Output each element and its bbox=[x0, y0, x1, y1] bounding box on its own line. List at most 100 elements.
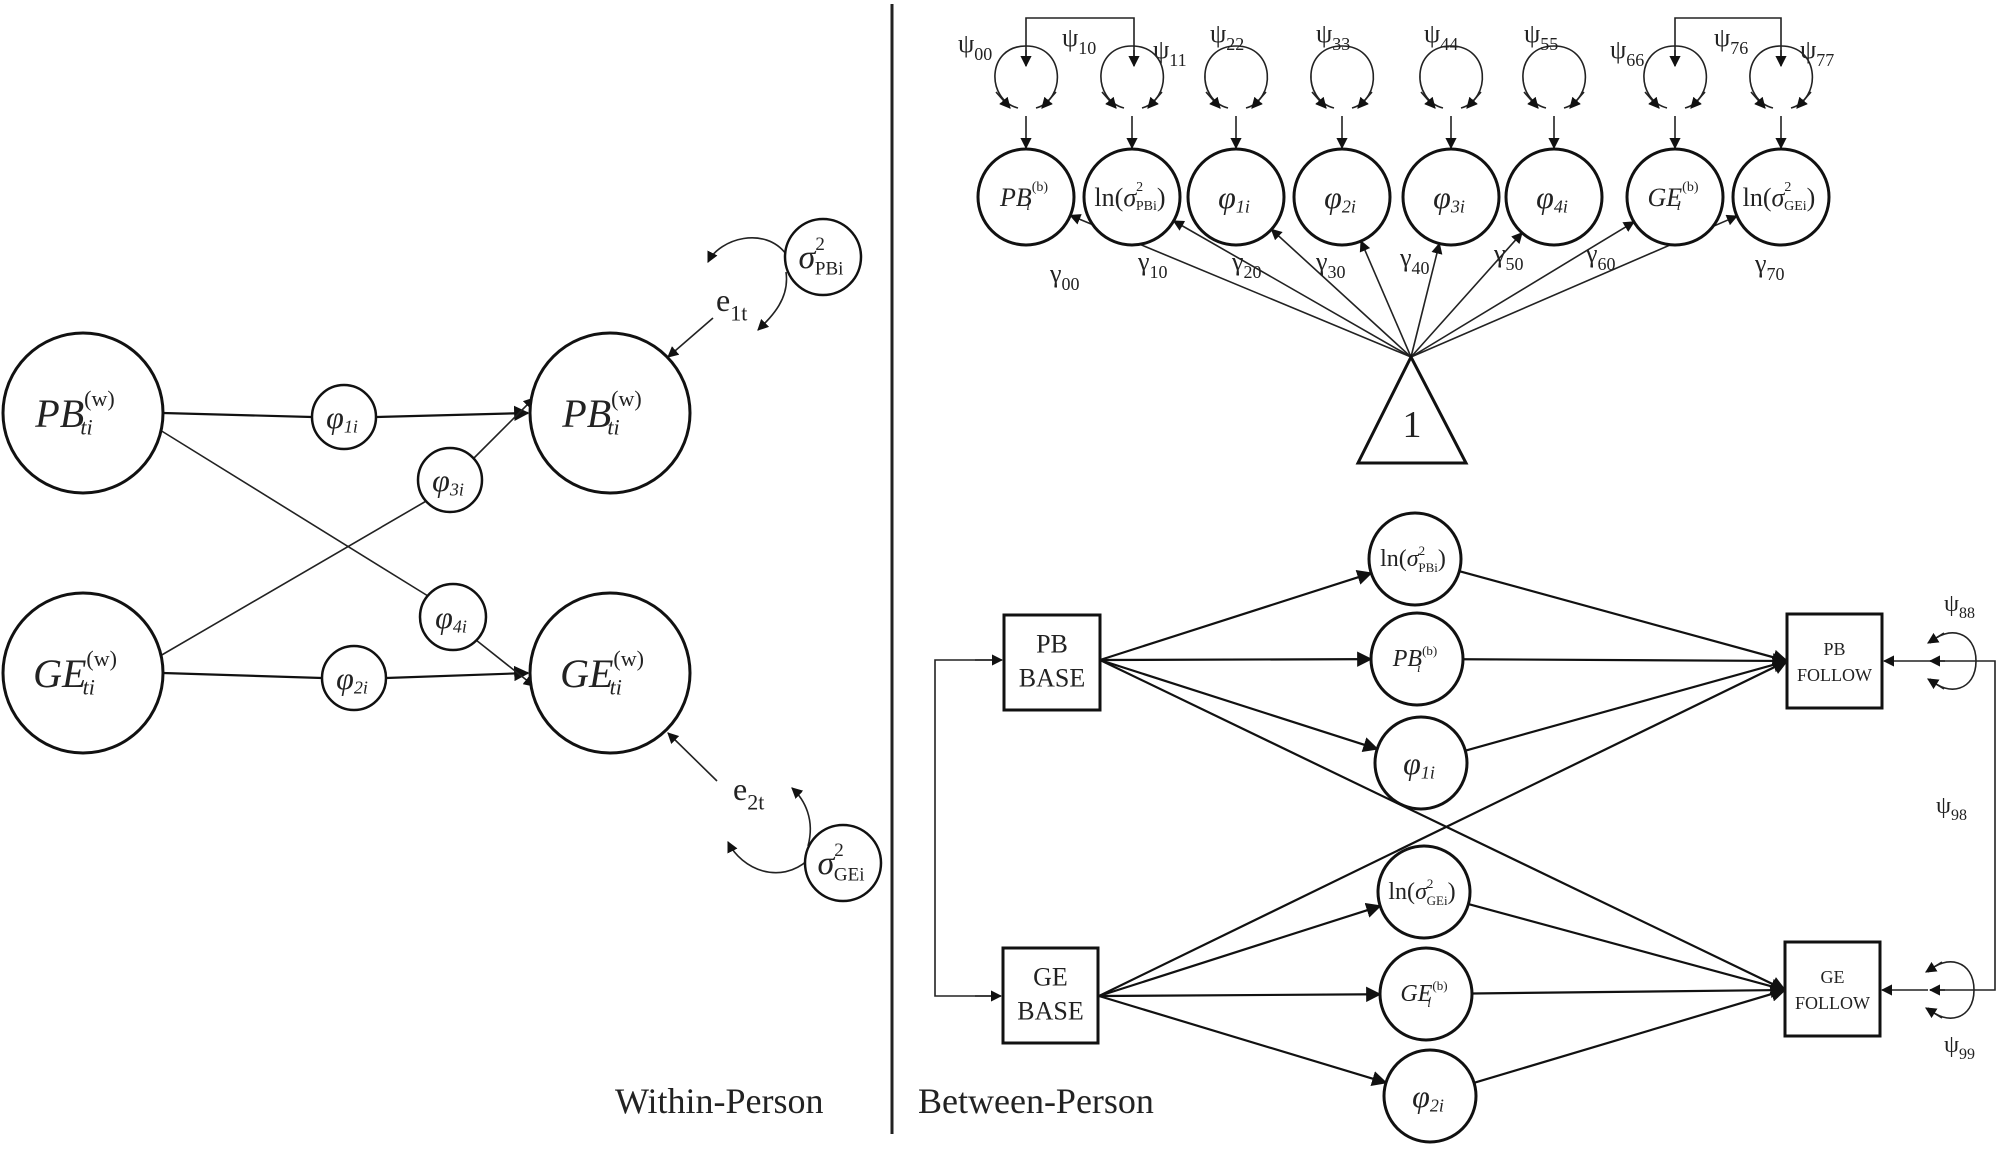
edge-ge-phi2 bbox=[162, 671, 323, 680]
psi-loop-arrow-right-7 bbox=[1796, 91, 1812, 109]
node-random-effect-5 bbox=[1504, 147, 1604, 247]
node-ge-in bbox=[1, 591, 165, 755]
label-mediator-1: PB(b)i bbox=[1392, 642, 1438, 674]
node-mediator-5 bbox=[1382, 1048, 1478, 1144]
node-random-effect-2 bbox=[1186, 147, 1286, 247]
label-random-effect-5: φ4i bbox=[1536, 179, 1568, 217]
node-random-effect-7 bbox=[1731, 147, 1831, 247]
psi-loop-arrow-down-ge bbox=[1925, 1007, 1943, 1019]
ge-base-box-line-1: BASE bbox=[1017, 997, 1083, 1026]
psi-loop-1 bbox=[1100, 45, 1165, 109]
edge-mediator-ge-follow-5 bbox=[1473, 986, 1787, 1084]
node-mediator-3 bbox=[1376, 844, 1472, 940]
covariance-psi76 bbox=[1674, 17, 1782, 64]
psi-loop-4 bbox=[1419, 45, 1484, 109]
node-random-effect-4 bbox=[1401, 147, 1501, 247]
psi-loop-arrow-right-4 bbox=[1466, 91, 1482, 109]
psi-label-10: ψ10 bbox=[1062, 23, 1096, 58]
psi-label-98: ψ98 bbox=[1936, 793, 1967, 824]
edge-e2-ge bbox=[667, 732, 718, 782]
psi-label-11: ψ11 bbox=[1153, 35, 1187, 70]
variance-loop-e2-lower bbox=[727, 840, 809, 874]
node-random-effect-1 bbox=[1082, 147, 1182, 247]
within-person-panel: PB(w)tiGE(w)tiPB(w)tiGE(w)tiφ1iφ2iφ3iφ4i… bbox=[1, 217, 883, 903]
node-random-effect-3 bbox=[1292, 147, 1392, 247]
label-phi4: φ4i bbox=[435, 599, 467, 637]
label-e1t: e1t bbox=[716, 282, 747, 326]
edge-ge-base-mediator-3 bbox=[1098, 902, 1382, 998]
psi-label-99: ψ99 bbox=[1944, 1032, 1975, 1063]
label-phi2: φ2i bbox=[336, 660, 368, 698]
psi-loop-arrow-right-2 bbox=[1251, 91, 1267, 109]
label-random-effect-0: PB(b)i bbox=[999, 180, 1048, 214]
gamma-label-50: γ50 bbox=[1493, 239, 1524, 274]
edge-ge-phi3 bbox=[159, 499, 429, 657]
psi-loop-3 bbox=[1310, 45, 1375, 109]
psi-loop-arrow-left-1 bbox=[1101, 91, 1117, 109]
label-random-effect-3: φ2i bbox=[1324, 179, 1356, 217]
covariance-psi10 bbox=[1025, 17, 1135, 64]
edge-e1-pb bbox=[667, 317, 714, 358]
psi-loop-arrow-left-0 bbox=[995, 91, 1011, 109]
node-phi3 bbox=[416, 446, 484, 514]
gamma-path-2 bbox=[1270, 228, 1412, 358]
gamma-label-10: γ10 bbox=[1137, 247, 1168, 282]
psi-loop-arrow-left-5 bbox=[1523, 91, 1539, 109]
node-phi2 bbox=[320, 644, 388, 712]
between-person-label: Between-Person bbox=[918, 1081, 1154, 1121]
edge-phi1-pb bbox=[375, 405, 530, 422]
edge-ge-base-pb-follow bbox=[1098, 660, 1789, 997]
label-phi1: φ1i bbox=[326, 399, 358, 437]
node-phi4 bbox=[418, 582, 488, 652]
pb-follow-box-line-1: FOLLOW bbox=[1797, 665, 1872, 685]
label-ge-out: GE(w)ti bbox=[560, 645, 644, 699]
gamma-label-60: γ60 bbox=[1585, 239, 1616, 274]
psi-loop-arrow-right-0 bbox=[1041, 91, 1057, 109]
pb-follow-box-line-0: PB bbox=[1823, 639, 1845, 659]
within-person-label: Within-Person bbox=[615, 1081, 824, 1121]
pb-base-box bbox=[1002, 613, 1102, 712]
ge-base-box-line-0: GE bbox=[1033, 963, 1068, 992]
edge-pb-phi1 bbox=[162, 411, 313, 419]
node-random-effect-0 bbox=[976, 147, 1076, 247]
node-sigma-pb bbox=[783, 217, 863, 297]
label-random-effect-2: φ1i bbox=[1218, 179, 1250, 217]
psi-loop-arrow-right-6 bbox=[1690, 91, 1706, 109]
label-ge-in: GE(w)ti bbox=[33, 645, 117, 699]
edge-pb-base-mediator-2 bbox=[1099, 658, 1379, 753]
psi-label-76: ψ76 bbox=[1714, 23, 1748, 58]
edge-mediator-ge-follow-3 bbox=[1468, 902, 1787, 994]
node-mediator-4 bbox=[1378, 946, 1474, 1042]
psi-label-55: ψ55 bbox=[1524, 19, 1558, 54]
gamma-path-3 bbox=[1359, 240, 1412, 358]
node-random-effect-6 bbox=[1625, 147, 1725, 247]
edge-ge-base-mediator-5 bbox=[1098, 994, 1388, 1087]
node-pb-out bbox=[528, 331, 692, 495]
ge-follow-box-line-1: FOLLOW bbox=[1795, 993, 1870, 1013]
follow-covariance-line bbox=[1930, 660, 1996, 991]
psi-label-22: ψ22 bbox=[1210, 19, 1244, 54]
gamma-path-6 bbox=[1410, 221, 1635, 358]
psi-loop-arrow-up-pb bbox=[1927, 632, 1945, 644]
edge-pb-base-ge-follow bbox=[1099, 659, 1787, 991]
pb-follow-box bbox=[1785, 612, 1884, 710]
node-pb-in bbox=[1, 331, 165, 495]
constant-label: 1 bbox=[1403, 404, 1422, 446]
edge-mediator-pb-follow-1 bbox=[1462, 653, 1789, 669]
psi-loop-arrow-left-3 bbox=[1311, 91, 1327, 109]
gamma-path-4 bbox=[1410, 242, 1443, 358]
gamma-label-40: γ40 bbox=[1399, 243, 1430, 278]
gamma-path-1 bbox=[1172, 220, 1412, 358]
psi-loop-arrow-right-5 bbox=[1569, 91, 1585, 109]
psi-label-44: ψ44 bbox=[1424, 19, 1458, 54]
label-mediator-2: φ1i bbox=[1403, 745, 1435, 783]
pb-base-box-line-0: PB bbox=[1036, 630, 1068, 659]
gamma-path-5 bbox=[1410, 231, 1523, 358]
psi-label-88: ψ88 bbox=[1944, 591, 1975, 622]
psi-loop-arrow-right-3 bbox=[1357, 91, 1373, 109]
label-random-effect-4: φ3i bbox=[1433, 179, 1465, 217]
